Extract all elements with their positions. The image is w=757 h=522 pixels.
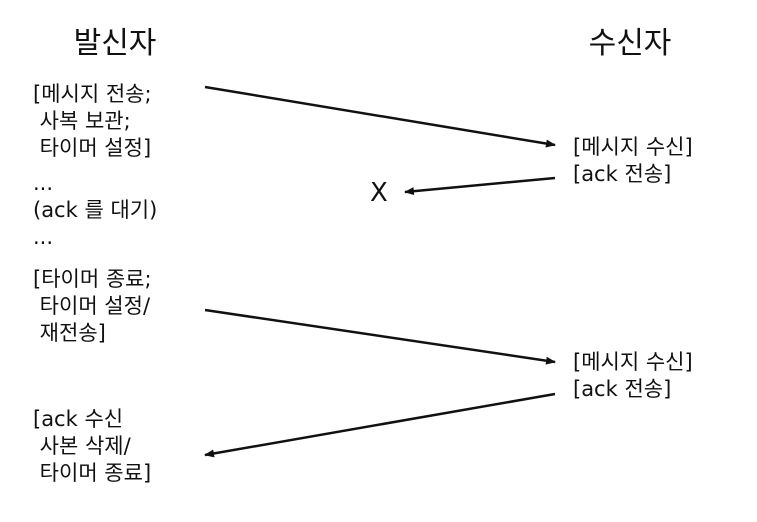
text-line: ... [33, 225, 54, 249]
text-line: (ack 를 대기) [33, 198, 158, 222]
lost-ack-arrow [404, 176, 556, 196]
text-line: [메시지 수신] [573, 135, 693, 159]
text-line: 재전송] [33, 321, 106, 345]
text-line: 타이머 설정/ [33, 294, 151, 318]
receiver-second-block: [메시지 수신] [ack 전송] [573, 349, 693, 403]
text-line: [ack 전송] [573, 162, 672, 186]
receiver-first-block: [메시지 수신] [ack 전송] [573, 134, 693, 188]
text-line: [ack 전송] [573, 377, 672, 401]
text-line: [메시지 전송; [33, 82, 152, 106]
text-line: ... [33, 171, 54, 195]
text-line: 사본 삭제/ [33, 434, 131, 458]
sender-send-block: [메시지 전송; 사복 보관; 타이머 설정] [33, 81, 152, 162]
sender-wait-block: ... (ack 를 대기)... [33, 170, 157, 251]
lost-ack-marker: X [370, 178, 388, 208]
message-arrow-2 [204, 308, 556, 365]
text-line: 타이머 설정] [33, 136, 152, 160]
text-line: 사복 보관; [33, 109, 131, 133]
sender-title: 발신자 [73, 26, 157, 61]
text-line: 타이머 종료] [33, 461, 152, 485]
message-arrow-1 [204, 85, 556, 148]
sender-ack-block: [ack 수신 사본 삭제/ 타이머 종료] [33, 406, 151, 487]
ack-arrow-2 [204, 392, 556, 458]
receiver-title: 수신자 [588, 26, 672, 61]
sender-timeout-block: [타이머 종료; 타이머 설정/ 재전송] [33, 266, 152, 347]
text-line: [타이머 종료; [33, 267, 152, 291]
text-line: [ack 수신 [33, 407, 124, 431]
text-line: [메시지 수신] [573, 350, 693, 374]
